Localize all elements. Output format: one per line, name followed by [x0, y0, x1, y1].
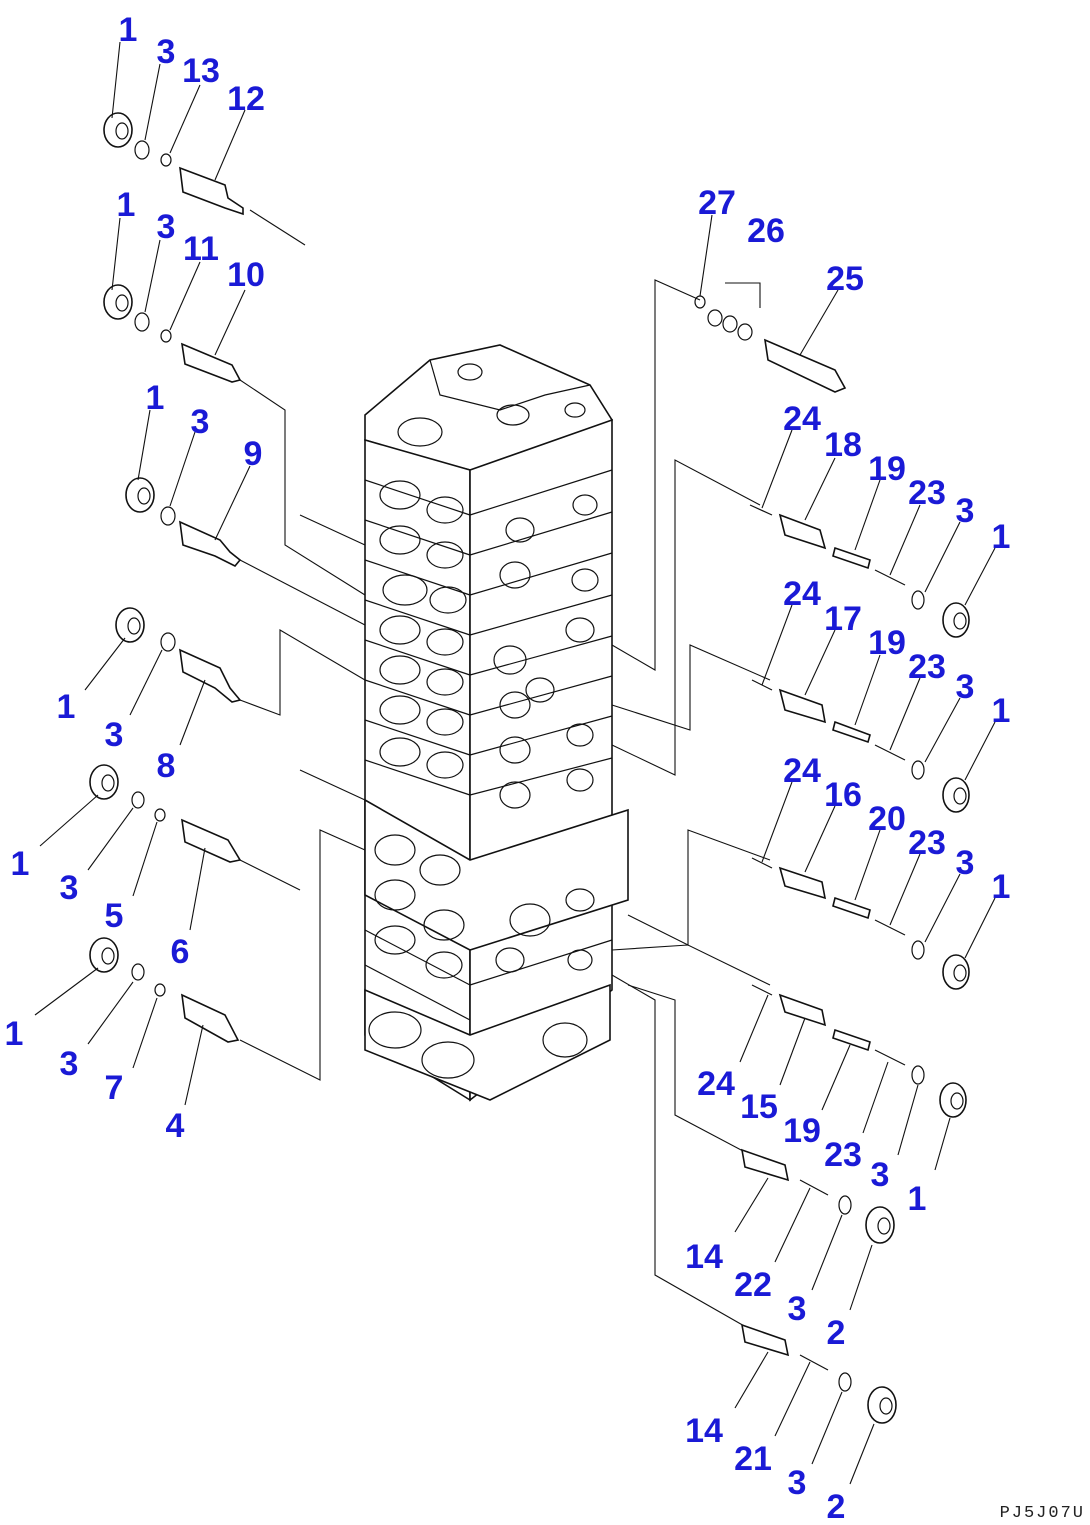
callout-number: 18	[824, 426, 862, 464]
callout-number: 3	[788, 1464, 807, 1502]
control-valve-block	[364, 344, 629, 1102]
callout-leaders	[34, 41, 996, 1485]
callout-number: 1	[992, 868, 1011, 906]
callout-number: 3	[871, 1156, 890, 1194]
callout-number: 16	[824, 776, 862, 814]
callout-number: 4	[166, 1107, 185, 1145]
callout-number: 2	[827, 1314, 846, 1352]
callout-number: 3	[157, 33, 176, 71]
callout-number: 1	[5, 1015, 24, 1053]
callout-number: 19	[868, 450, 906, 488]
callout-number: 3	[788, 1290, 807, 1328]
callout-number: 9	[244, 435, 263, 473]
callout-number: 1	[57, 688, 76, 726]
callout-number: 1	[11, 845, 30, 883]
callout-number: 1	[146, 379, 165, 417]
callout-number: 25	[826, 260, 864, 298]
callout-number: 15	[740, 1088, 778, 1126]
callout-number: 8	[157, 747, 176, 785]
callout-number: 3	[956, 844, 975, 882]
callout-number: 1	[992, 692, 1011, 730]
callout-number: 23	[908, 824, 946, 862]
left-assembly-lines	[239, 209, 366, 1081]
callout-number: 3	[956, 492, 975, 530]
callout-number: 19	[783, 1112, 821, 1150]
callout-number: 3	[956, 668, 975, 706]
callout-number: 14	[685, 1238, 723, 1276]
callout-number: 3	[191, 403, 210, 441]
callout-number: 11	[183, 230, 219, 268]
callout-number: 10	[227, 256, 265, 294]
callout-number: 5	[105, 897, 124, 935]
callout-number: 1	[119, 11, 138, 49]
callout-number: 21	[734, 1440, 772, 1478]
callout-number: 2	[827, 1488, 846, 1525]
callout-number: 3	[60, 869, 79, 907]
right-assembly-lines	[611, 279, 771, 1336]
callout-number: 13	[182, 52, 220, 90]
callout-number: 1	[908, 1180, 927, 1218]
callout-number: 17	[824, 600, 862, 638]
callout-number: 12	[227, 80, 265, 118]
left-parts	[89, 112, 244, 1043]
callout-number: 24	[783, 400, 821, 438]
callout-number: 7	[105, 1069, 124, 1107]
right-parts	[694, 295, 970, 1424]
callout-number: 20	[868, 800, 906, 838]
callout-number: 27	[698, 184, 736, 222]
callout-number: 24	[783, 752, 821, 790]
callout-number: 3	[60, 1045, 79, 1083]
callout-number: 24	[697, 1065, 735, 1103]
callout-number: 22	[734, 1266, 772, 1304]
callout-number: 26	[747, 212, 785, 250]
callout-number: 3	[105, 716, 124, 754]
callout-number: 19	[868, 624, 906, 662]
callout-number: 6	[171, 933, 190, 971]
callout-number: 3	[157, 208, 176, 246]
callout-number: 1	[992, 518, 1011, 556]
callout-number: 23	[908, 474, 946, 512]
callout-number: 23	[908, 648, 946, 686]
callout-number: 23	[824, 1136, 862, 1174]
callout-number: 14	[685, 1412, 723, 1450]
drawing-reference: PJ5J07U	[1000, 1504, 1085, 1523]
callout-number: 24	[783, 575, 821, 613]
callout-number: 1	[117, 186, 136, 224]
